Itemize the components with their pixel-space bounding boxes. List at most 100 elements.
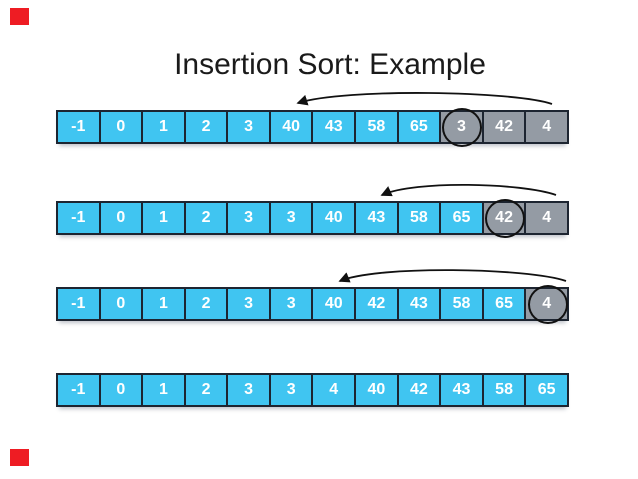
array-cell-value: -1 [71,209,86,226]
array-cell-value: 4 [542,209,552,226]
array-cell-value: 2 [201,118,211,135]
array-cell-value: 1 [158,295,168,312]
array-cell-value: 3 [457,118,466,135]
array-cell: 3 [270,375,314,405]
array-cell-value: 0 [116,295,126,312]
array-cell-value: 40 [324,295,343,312]
array-cell: 42 [398,375,442,405]
array-cell-value: 3 [286,209,296,226]
array-cell: 3 [270,289,314,319]
array-cell-value: 40 [282,118,301,135]
array-cell: 58 [483,375,527,405]
array-cell-value: 0 [116,381,126,398]
array-cell: 40 [270,112,314,142]
array-cell: 4 [526,285,568,324]
array-cell: 1 [143,375,186,405]
insertion-arrow [338,269,567,283]
array-cell-value: 43 [452,381,471,398]
array-cell: 0 [100,203,144,233]
array-cell: 1 [143,289,186,319]
array-cell-value: 42 [495,209,513,226]
array-cell-value: 3 [244,209,254,226]
array-cell-value: -1 [71,381,86,398]
array-cell-value: 1 [158,209,168,226]
array-cell-value: 43 [410,295,428,312]
array-cell-value: 40 [324,209,343,226]
array-cell: 40 [313,289,357,319]
array-cell-value: 3 [244,381,254,398]
array-cell-value: 43 [324,118,343,135]
array-cell-value: 65 [410,118,428,135]
array-cell: 43 [398,289,442,319]
array-cell: 40 [313,203,357,233]
array-cell-value: 58 [452,295,471,312]
array-cell: -1 [58,203,101,233]
array-cell: -1 [58,375,101,405]
array-cell: 2 [185,289,229,319]
array-cell: 3 [270,203,314,233]
array-cell-value: 3 [286,295,296,312]
array-cell-value: 4 [542,118,552,135]
array-cell-value: 42 [367,295,386,312]
array-cell: 65 [441,203,484,233]
array-cell-value: 65 [537,381,556,398]
array-cell-value: 0 [116,118,126,135]
array-cell: 3 [441,108,484,147]
array-cell-value: 3 [286,381,296,398]
array-cell-value: 2 [201,295,211,312]
array-cell: 2 [185,375,229,405]
array-cell-value: 2 [201,209,211,226]
array-cell-value: 3 [244,295,254,312]
array-cell: 0 [100,289,144,319]
array-cell: 58 [356,112,399,142]
array-cell: 65 [526,375,567,405]
array-cell: 4 [313,375,357,405]
array-cell-value: 2 [201,381,211,398]
array-cell-value: -1 [71,118,86,135]
array-cell: 42 [483,112,527,142]
array-cell-value: 4 [542,295,552,312]
insertion-arrow [296,92,553,106]
array-cell: 1 [143,203,186,233]
array-cell-value: 3 [244,118,254,135]
array-cell: 65 [483,289,527,319]
array-cell: -1 [58,112,101,142]
array-cell-value: 43 [367,209,386,226]
array-cell: 0 [100,375,144,405]
array-cell: -1 [58,289,101,319]
slide-title: Insertion Sort: Example [174,48,486,82]
array-cell: 2 [185,112,229,142]
array-cell: 58 [398,203,442,233]
array-cell: 43 [441,375,484,405]
array-cell-value: 58 [367,118,386,135]
array-cell: 43 [313,112,357,142]
array-cell: 2 [185,203,229,233]
array-cell-value: 4 [329,381,339,398]
array-cell: 65 [398,112,442,142]
array-cell: 42 [356,289,399,319]
array-cell: 4 [526,203,567,233]
array-cell-value: 40 [367,381,386,398]
array-cell: 40 [356,375,399,405]
array-cell-value: 0 [116,209,126,226]
red-slide-marker-bottom [10,449,29,466]
array-cell: 43 [356,203,399,233]
array-cell: 3 [228,289,271,319]
array-row: -1 0 1 2 3 3 40 42 43 58 65 4 [56,285,569,324]
array-cell-value: 1 [158,118,168,135]
array-cell: 3 [228,203,271,233]
insertion-arrow [380,183,557,197]
array-cell: 4 [526,112,567,142]
array-cell: 58 [441,289,484,319]
array-cell-value: 1 [158,381,168,398]
array-cell-value: 42 [410,381,428,398]
array-cell-value: 65 [495,295,513,312]
array-cell-value: 58 [495,381,513,398]
array-cell: 42 [483,199,527,238]
array-row: -1 0 1 2 3 40 43 58 65 3 42 4 [56,108,569,147]
array-cell: 0 [100,112,144,142]
array-cell-value: 42 [495,118,513,135]
array-cell: 3 [228,375,271,405]
